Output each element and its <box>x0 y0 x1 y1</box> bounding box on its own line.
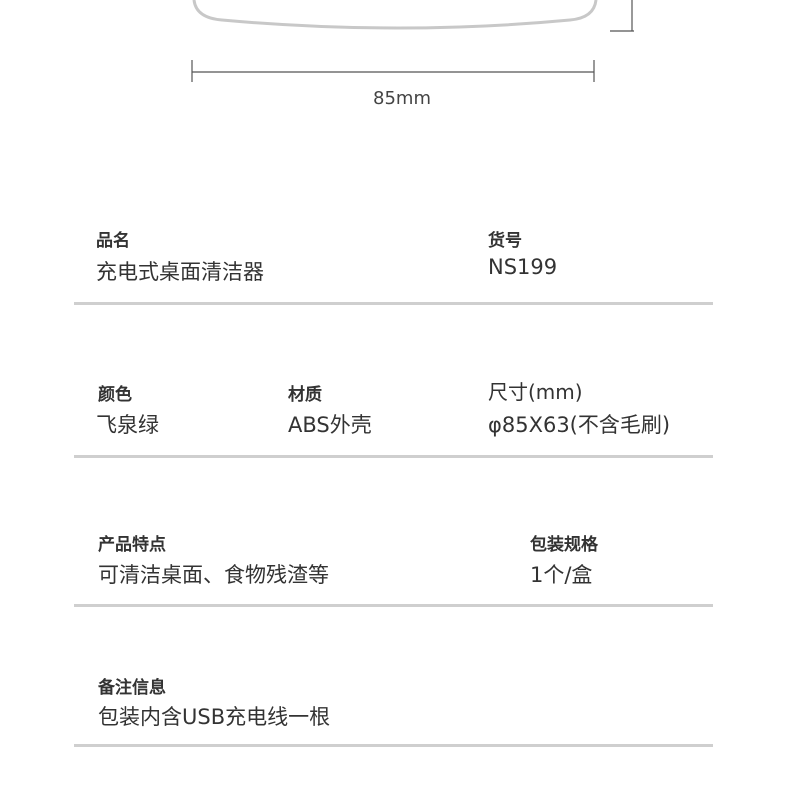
product-name-value: 充电式桌面清洁器 <box>96 260 264 284</box>
divider-1 <box>74 302 713 305</box>
color-label: 颜色 <box>98 385 132 405</box>
product-name-label: 品名 <box>96 231 130 251</box>
material-value: ABS外壳 <box>288 413 372 437</box>
size-value: φ85X63(不含毛刷) <box>488 413 671 437</box>
material-label: 材质 <box>288 385 322 405</box>
width-dimension-label: 85mm <box>373 88 431 109</box>
divider-3 <box>74 604 713 607</box>
sku-value: NS199 <box>488 255 558 279</box>
packaging-label: 包装规格 <box>530 535 598 555</box>
notes-value: 包装内含USB充电线一根 <box>98 705 331 729</box>
notes-label: 备注信息 <box>98 678 166 698</box>
size-label: 尺寸(mm) <box>488 380 583 404</box>
divider-4 <box>74 744 713 747</box>
sku-label: 货号 <box>488 231 522 251</box>
features-label: 产品特点 <box>98 535 166 555</box>
packaging-value: 1个/盒 <box>530 563 593 587</box>
features-value: 可清洁桌面、食物残渣等 <box>98 563 329 587</box>
color-value: 飞泉绿 <box>96 413 159 437</box>
divider-2 <box>74 455 713 458</box>
dimension-drawing <box>191 0 634 82</box>
product-outline <box>192 0 598 30</box>
